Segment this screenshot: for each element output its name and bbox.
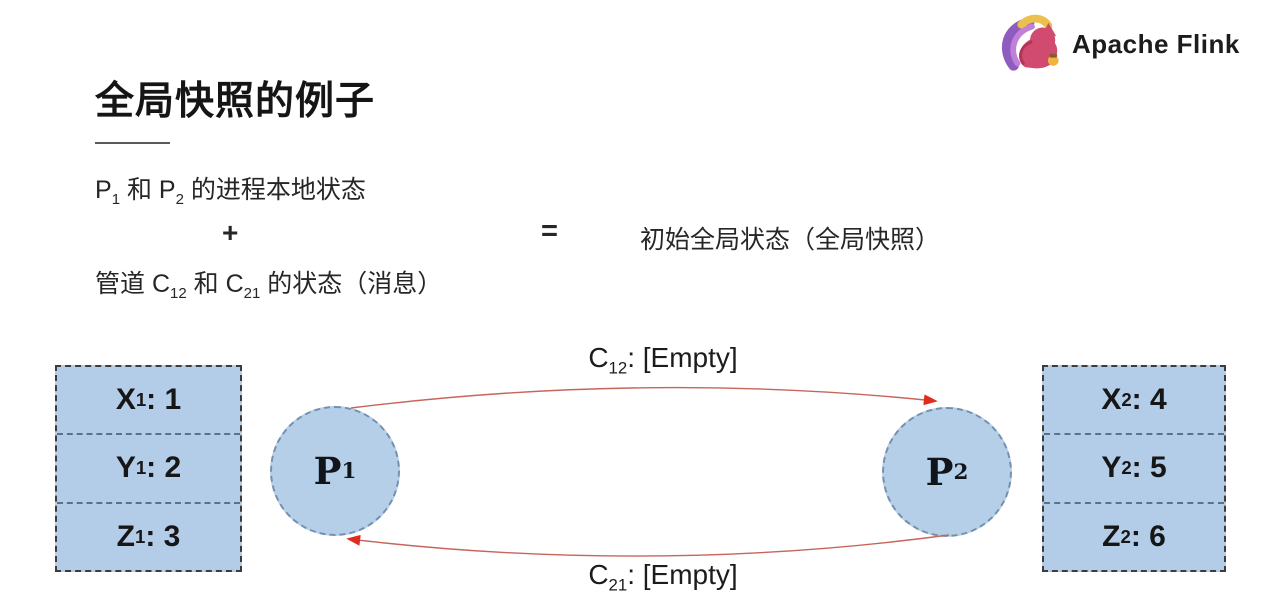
state-value: : 5 (1131, 451, 1167, 485)
flink-squirrel-logo (1001, 14, 1059, 71)
channel-c21-base: C (588, 559, 609, 590)
state-var-subscript: 2 (1121, 389, 1132, 411)
state-var: Z (116, 519, 135, 553)
eq-line1-mid: 和 P (120, 176, 176, 204)
equation-result-text: 初始全局状态（全局快照） (640, 226, 941, 254)
arrow-c12 (350, 386, 938, 409)
state-var: Z (1102, 519, 1121, 553)
channel-c12-value: : [Empty] (627, 342, 738, 373)
state-value: : 6 (1130, 519, 1166, 553)
eq-line1-post: 的进程本地状态 (183, 176, 366, 204)
eq-line2-text: 管道 C (95, 270, 171, 298)
state-var: X (1101, 383, 1122, 417)
eq-line1-sub2: 2 (175, 191, 184, 208)
brand: Apache Flink (1000, 12, 1240, 76)
state-var: Y (1101, 451, 1122, 485)
eq-line2-post: 的状态（消息） (260, 270, 443, 298)
eq-line1-sub1: 1 (111, 191, 121, 208)
channel-c21-label: C21: [Empty] (553, 559, 773, 596)
plus-sign: + (222, 217, 239, 248)
process-p1-subscript: 1 (341, 458, 357, 484)
state-value: : 1 (146, 383, 182, 417)
state-var-subscript: 1 (134, 525, 146, 547)
state-value: : 3 (145, 519, 181, 553)
process-p2-subscript: 2 (953, 459, 969, 485)
eq-line2-sub1: 12 (170, 285, 187, 302)
title-underline (95, 142, 170, 144)
process-p1-label: P (313, 449, 342, 493)
channel-c12-label: C12: [Empty] (553, 342, 773, 379)
state-var: X (115, 383, 136, 417)
channel-c21-value: : [Empty] (627, 559, 738, 590)
equation-line-channel-state: 管道 C12 和 C21 的状态（消息） (95, 264, 442, 302)
eq-line1-text: P (95, 176, 112, 204)
equals-sign: = (541, 215, 558, 247)
page-title: 全局快照的例子 (95, 80, 376, 123)
channel-c12-base: C (588, 342, 609, 373)
eq-line2-mid: 和 C (186, 270, 244, 298)
state-value: : 4 (1131, 383, 1167, 417)
state-var-subscript: 1 (135, 457, 147, 479)
state-var-subscript: 2 (1121, 457, 1132, 479)
process-p2-label: P (925, 450, 954, 494)
channel-c21-subscript: 21 (608, 575, 628, 595)
arrow-c21 (346, 534, 950, 557)
equation-line-local-state: P1 和 P2 的进程本地状态 (95, 170, 366, 208)
state-value: : 2 (146, 451, 182, 485)
state-var-subscript: 2 (1120, 525, 1131, 547)
brand-name: Apache Flink (1072, 28, 1240, 59)
state-var-subscript: 1 (135, 389, 147, 411)
eq-line2-sub2: 21 (243, 285, 261, 302)
channel-c12-subscript: 12 (608, 358, 628, 378)
state-var: Y (115, 451, 136, 485)
